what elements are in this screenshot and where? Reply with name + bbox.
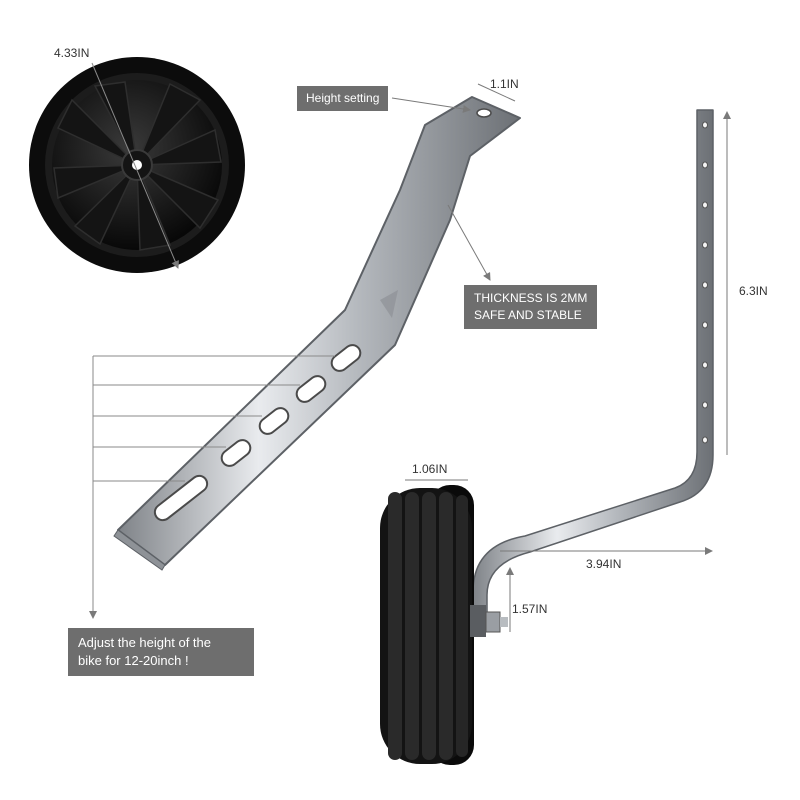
bar-height-label: 6.3IN bbox=[739, 284, 768, 298]
height-setting-text: Height setting bbox=[306, 91, 380, 105]
thickness-pointer bbox=[447, 204, 491, 281]
bracket-slots bbox=[153, 344, 362, 522]
bracket-width-label: 1.1IN bbox=[490, 77, 519, 91]
adjust-height-callout: Adjust the height of the bike for 12-20i… bbox=[68, 628, 254, 676]
thickness-callout: THICKNESS IS 2MM SAFE AND STABLE bbox=[464, 285, 598, 329]
l-shaped-bar bbox=[472, 109, 714, 626]
adjust-line-2: bike for 12-20inch ! bbox=[78, 653, 189, 668]
wheel-diameter-line bbox=[91, 62, 179, 269]
wheel-front-view bbox=[29, 57, 245, 273]
wheel-side-view bbox=[380, 485, 474, 765]
bar-holes bbox=[702, 121, 708, 444]
thickness-line-2: SAFE AND STABLE bbox=[474, 308, 582, 322]
adjust-line-1: Adjust the height of the bbox=[78, 635, 211, 650]
height-bracket bbox=[113, 96, 521, 571]
bar-length-label: 3.94IN bbox=[586, 557, 622, 571]
wheel-width-label: 1.06IN bbox=[412, 462, 448, 476]
height-setting-pointer bbox=[391, 97, 471, 113]
height-setting-callout: Height setting bbox=[297, 86, 389, 111]
adjust-leader-lines bbox=[89, 355, 335, 619]
axle-height-label: 1.57IN bbox=[512, 602, 548, 616]
wheel-diameter-label: 4.33IN bbox=[54, 46, 90, 60]
thickness-line-1: THICKNESS IS 2MM bbox=[474, 291, 588, 305]
axle-bolt bbox=[470, 605, 508, 637]
wheel-spokes bbox=[53, 81, 222, 251]
bracket-width-line bbox=[477, 83, 516, 102]
